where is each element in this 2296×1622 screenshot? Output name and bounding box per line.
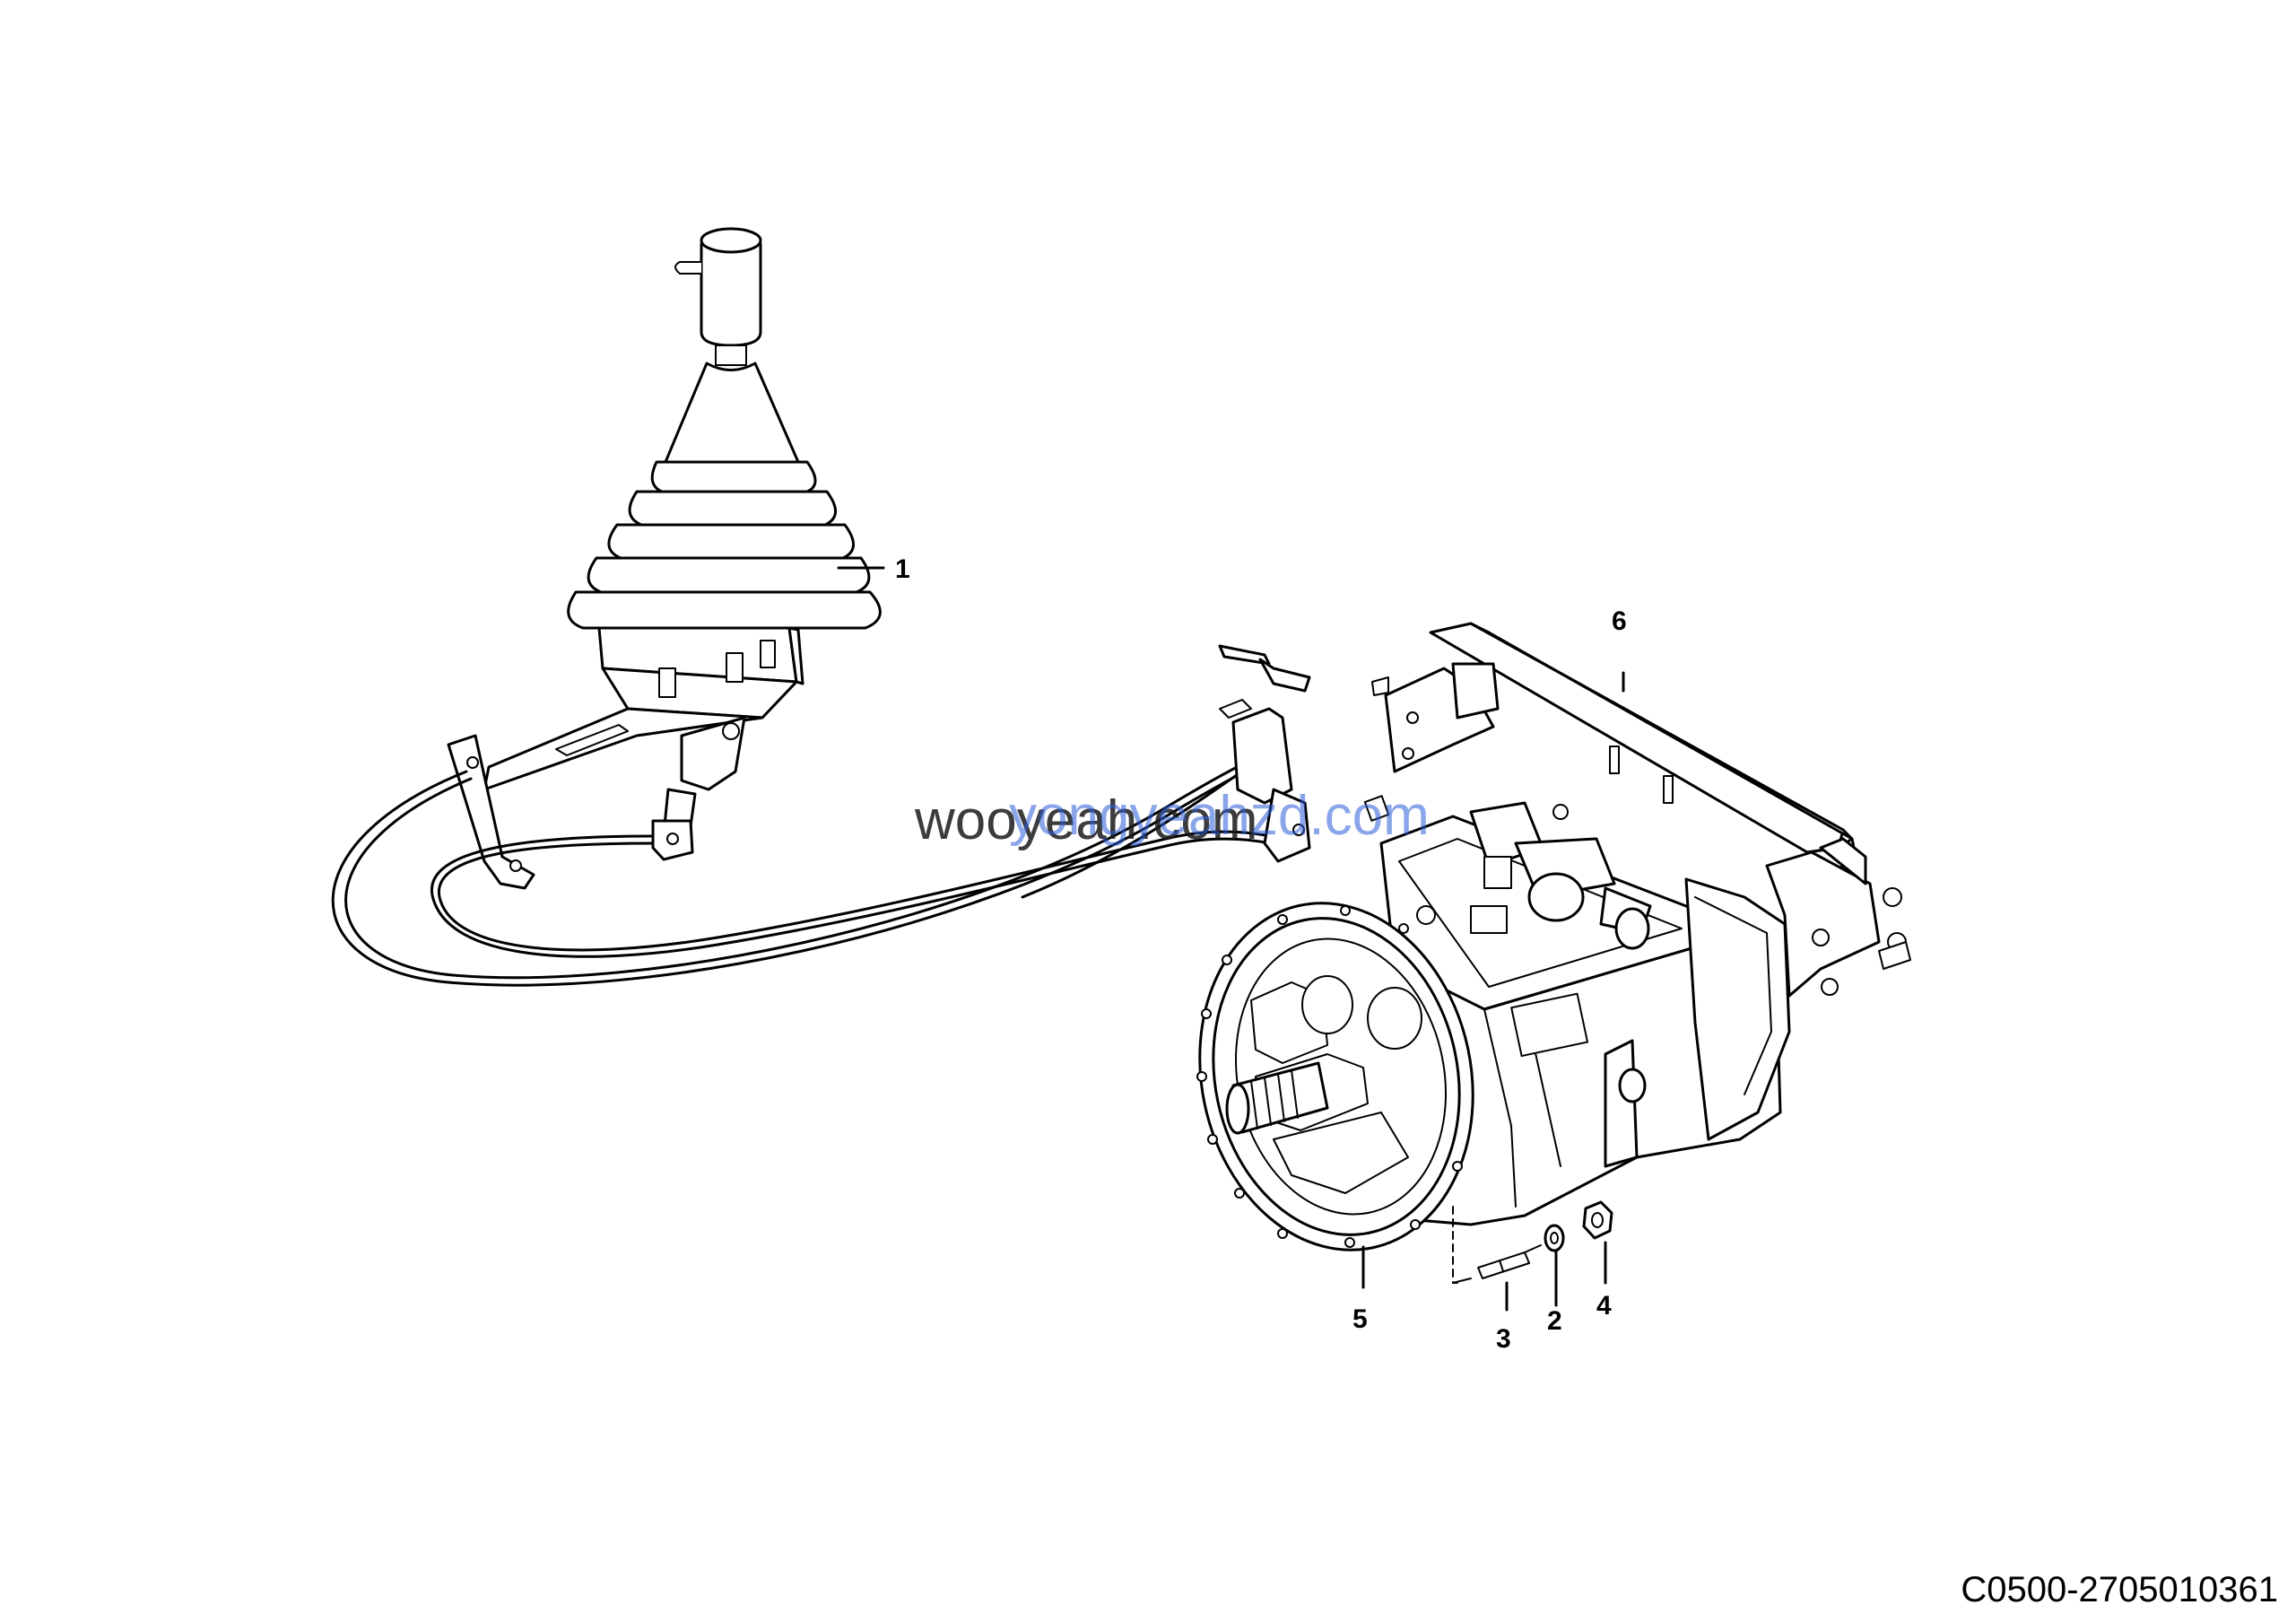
shift-cables — [331, 750, 1284, 987]
document-number: C0500-2705010361 — [1961, 1570, 2278, 1609]
cable-bracket-assembly — [1218, 644, 1390, 863]
mounting-hardware — [1452, 1200, 1613, 1284]
watermark-text: wooyeah.com — [914, 789, 1258, 851]
stud-part-3 — [1477, 1244, 1542, 1279]
callout-leaders — [837, 566, 1625, 1312]
watermark-overlay-text: yongyeahzd.com — [1009, 785, 1430, 847]
lever-base-housing — [597, 626, 804, 719]
transmission-cross-member — [1371, 622, 1911, 998]
callout-6: 6 — [1612, 606, 1627, 636]
shift-boot — [567, 362, 882, 630]
transmission-assembly — [1196, 801, 1791, 1251]
lever-lower-linkage — [651, 716, 746, 861]
input-shaft — [1225, 1061, 1329, 1135]
callout-2: 2 — [1547, 1306, 1562, 1336]
callout-1: 1 — [895, 554, 910, 584]
watermark: wooyeah.com yongyeahzd.com — [914, 785, 1430, 851]
nut-part-4 — [1582, 1200, 1613, 1240]
callout-4: 4 — [1596, 1291, 1612, 1321]
shift-knob — [674, 227, 762, 366]
callout-5: 5 — [1352, 1304, 1368, 1334]
callout-labels: 1 6 5 3 2 4 — [895, 554, 1627, 1354]
gear-shift-lever-assembly — [447, 227, 882, 890]
callout-3: 3 — [1496, 1324, 1511, 1354]
washer-part-2 — [1544, 1224, 1565, 1252]
lever-mounting-bracket — [447, 707, 764, 890]
